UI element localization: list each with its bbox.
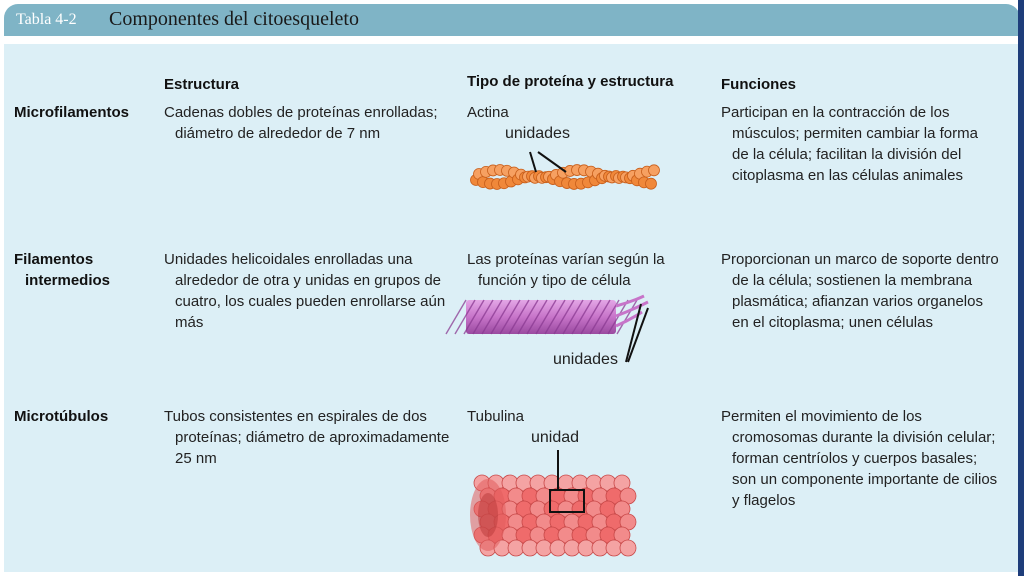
- tubulin-sphere: [563, 539, 581, 557]
- table-title-bar: Tabla 4-2 Componentes del citoesqueleto: [4, 4, 1020, 36]
- table-title: Componentes del citoesqueleto: [109, 8, 359, 30]
- actin-filament-illustration: [470, 151, 660, 190]
- tubulin-sphere: [521, 539, 539, 557]
- row3-estructura: Tubos consistentes en espirales de dos p…: [164, 408, 450, 467]
- tubulin-sphere: [619, 539, 637, 557]
- header-tipo: Tipo de proteína y estructura: [467, 73, 674, 90]
- tubulin-sphere: [605, 539, 623, 557]
- row2-figure-label: unidades: [553, 351, 618, 368]
- intermediate-filament-illustration: [445, 294, 649, 363]
- row3-tipo: Tubulina: [467, 408, 524, 425]
- row-name-microtubulos: Microtúbulos: [14, 408, 109, 425]
- tubulin-sphere: [507, 539, 525, 557]
- row2-tipo: Las proteínas varían según la función y …: [467, 251, 665, 289]
- tubulin-sphere: [549, 539, 567, 557]
- row2-estructura: Unidades helicoidales enrolladas una alr…: [164, 251, 446, 331]
- tubulin-sphere: [577, 539, 595, 557]
- row3-funciones: Permiten el movimiento de los cromosomas…: [721, 408, 998, 509]
- tubulin-sphere: [591, 539, 609, 557]
- row1-tipo: Actina: [467, 104, 509, 121]
- row3-figure-label: unidad: [531, 429, 580, 446]
- tubulin-sphere: [535, 539, 553, 557]
- right-edge-bar: [1018, 0, 1024, 576]
- microtubule-illustration: [470, 450, 637, 557]
- header-funciones: Funciones: [721, 76, 797, 93]
- row1-estructura: Cadenas dobles de proteínas enrolladas; …: [164, 104, 438, 142]
- table-number: Tabla 4-2: [16, 11, 77, 28]
- row1-funciones: Participan en la contracción de los músc…: [721, 104, 978, 184]
- row1-figure-label: unidades: [505, 125, 570, 142]
- row2-funciones: Proporcionan un marco de soporte dentro …: [721, 251, 999, 331]
- row-name-filamentos-intermedios: Filamentos intermedios: [14, 251, 111, 289]
- actin-bead: [648, 164, 660, 177]
- header-estructura: Estructura: [164, 76, 240, 93]
- row-name-microfilamentos: Microfilamentos: [14, 104, 130, 121]
- actin-bead: [645, 177, 657, 190]
